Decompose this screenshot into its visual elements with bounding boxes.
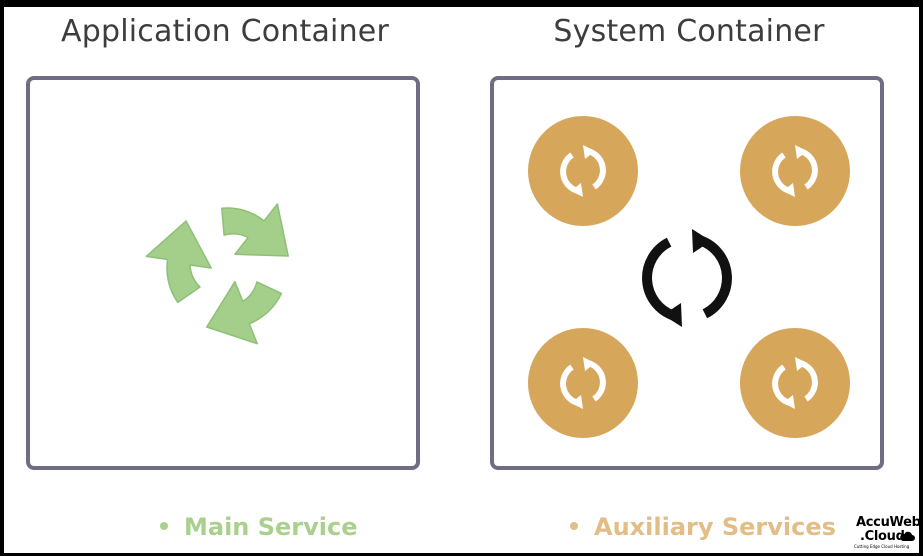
orange-sync-circle-icon bbox=[560, 357, 606, 409]
application-container-title: Application Container bbox=[61, 14, 389, 49]
legend-main-service: Main Service bbox=[160, 513, 358, 541]
system-container-title: System Container bbox=[553, 14, 825, 49]
auxiliary-service-bottom-left bbox=[528, 328, 638, 438]
legend-auxiliary-label: Auxiliary Services bbox=[594, 513, 836, 541]
application-container-box bbox=[26, 76, 420, 470]
accuweb-cloud-logo: AccuWeb .Cloud Cutting Edge Cloud Hostin… bbox=[852, 515, 921, 551]
legend-auxiliary-dot bbox=[570, 522, 578, 530]
auxiliary-service-top-left bbox=[528, 116, 638, 226]
logo-text-line2: .Cloud bbox=[860, 529, 905, 544]
system-container-box bbox=[490, 76, 884, 470]
orange-sync-circle-icon bbox=[772, 357, 818, 409]
legend-main-label: Main Service bbox=[184, 513, 358, 541]
black-sync-arrows-icon bbox=[642, 229, 732, 327]
auxiliary-service-top-right bbox=[740, 116, 850, 226]
green-recycle-arrows-icon bbox=[140, 203, 289, 354]
logo-text-line1: AccuWeb bbox=[856, 515, 921, 530]
auxiliary-service-bottom-right bbox=[740, 328, 850, 438]
orange-sync-circle-icon bbox=[772, 145, 818, 197]
logo-tagline: Cutting Edge Cloud Hosting bbox=[854, 544, 910, 549]
orange-sync-circle-icon bbox=[560, 145, 606, 197]
legend-auxiliary-services: Auxiliary Services bbox=[570, 513, 836, 541]
legend-main-dot bbox=[160, 522, 168, 530]
cloud-icon bbox=[900, 531, 915, 541]
